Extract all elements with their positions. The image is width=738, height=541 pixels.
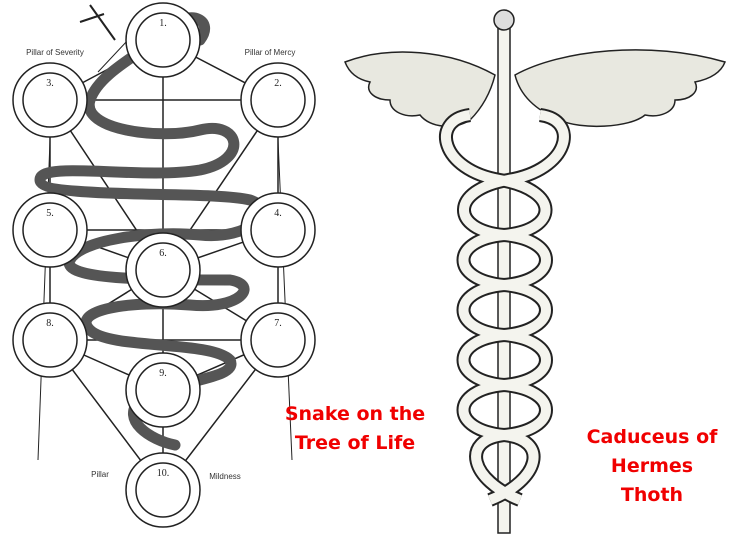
sephira-inner-ring bbox=[250, 72, 306, 128]
sephira-1: 1. bbox=[125, 2, 201, 78]
pillar-severity-label: Pillar of Severity bbox=[26, 48, 84, 57]
sephira-inner-ring bbox=[22, 312, 78, 368]
sephira-number: 5. bbox=[46, 208, 54, 219]
left-wing bbox=[344, 51, 496, 127]
pillar-bottom-left-label: Pillar bbox=[91, 470, 109, 479]
sephira-5: 5. bbox=[12, 192, 88, 268]
sephira-3: 3. bbox=[12, 62, 88, 138]
sephira-inner-ring bbox=[135, 462, 191, 518]
sephira-7: 7. bbox=[240, 302, 316, 378]
caption-line: Snake on the bbox=[284, 403, 426, 425]
sephira-inner-ring bbox=[22, 202, 78, 258]
sephira-8: 8. bbox=[12, 302, 88, 378]
sephira-number: 2. bbox=[274, 78, 282, 89]
caption-caduceus: Caduceus of Hermes Thoth bbox=[572, 423, 732, 510]
sephira-number: 10. bbox=[157, 468, 170, 479]
sephira-inner-ring bbox=[135, 362, 191, 418]
sephira-10: 10. bbox=[125, 452, 201, 528]
caption-line: Tree of Life bbox=[294, 432, 416, 454]
sephira-number: 7. bbox=[274, 318, 282, 329]
caption-line: Hermes bbox=[610, 455, 694, 477]
sephira-inner-ring bbox=[135, 12, 191, 68]
sephira-4: 4. bbox=[240, 192, 316, 268]
sephira-number: 3. bbox=[46, 78, 54, 89]
caption-line: Caduceus of bbox=[586, 426, 718, 448]
caduceus bbox=[344, 9, 726, 534]
sephira-inner-ring bbox=[250, 312, 306, 368]
sephira-inner-ring bbox=[250, 202, 306, 258]
pillar-mildness-label: Mildness bbox=[209, 472, 241, 481]
caption-line: Thoth bbox=[620, 484, 684, 506]
staff-knob bbox=[493, 9, 515, 31]
sephirot: 1. 2. 3. 4. 5. 6. 7. 8. 9. 10. bbox=[12, 2, 316, 528]
sephira-number: 8. bbox=[46, 318, 54, 329]
snake bbox=[34, 12, 268, 451]
caption-tree-of-life: Snake on the Tree of Life bbox=[270, 400, 440, 458]
sephira-inner-ring bbox=[22, 72, 78, 128]
sephira-number: 6. bbox=[159, 248, 167, 259]
sephira-6: 6. bbox=[125, 232, 201, 308]
sephira-2: 2. bbox=[240, 62, 316, 138]
sephira-inner-ring bbox=[135, 242, 191, 298]
sephira-number: 1. bbox=[159, 18, 167, 29]
sephira-number: 4. bbox=[274, 208, 282, 219]
pillar-mercy-label: Pillar of Mercy bbox=[244, 48, 296, 57]
sephira-9: 9. bbox=[125, 352, 201, 428]
sephira-number: 9. bbox=[159, 368, 167, 379]
